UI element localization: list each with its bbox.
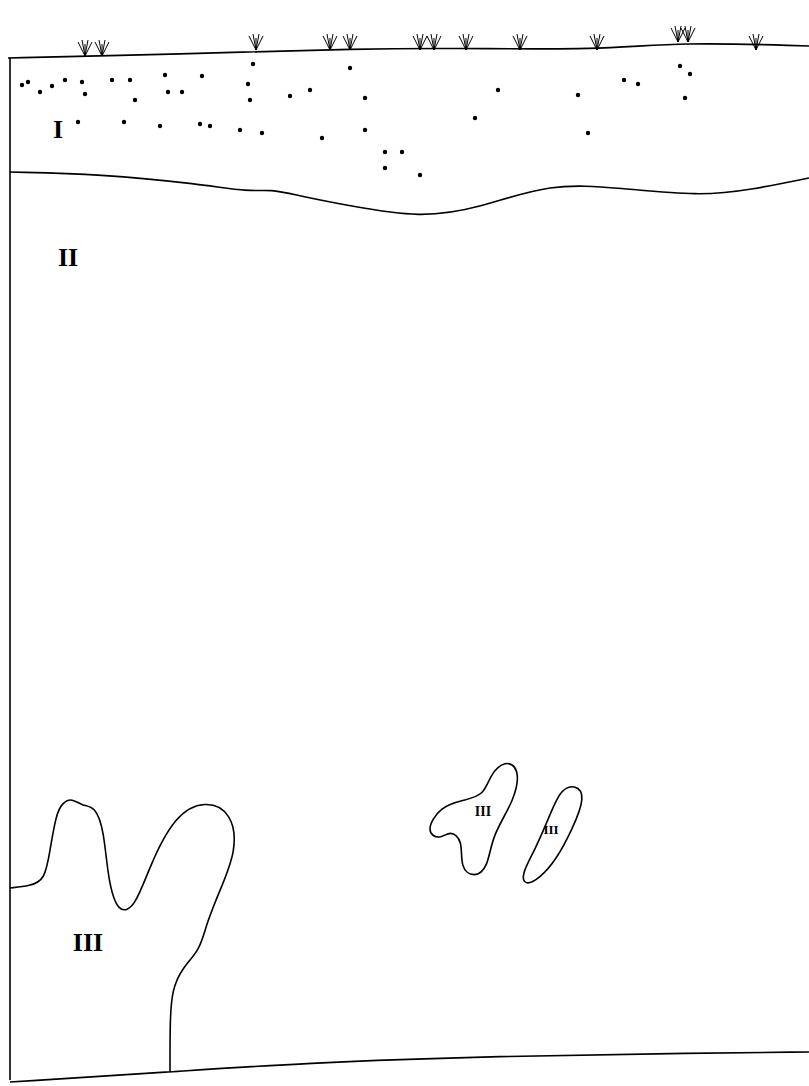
- grass-blade: [685, 26, 688, 42]
- soil-particle: [83, 92, 87, 96]
- soil-particle: [122, 120, 126, 124]
- soil-particle: [288, 94, 292, 98]
- soil-particle: [418, 173, 422, 177]
- soil-particle: [383, 150, 387, 154]
- profile-base: [10, 1052, 809, 1082]
- soil-particle: [496, 88, 500, 92]
- soil-particle: [260, 131, 264, 135]
- grass-tuft: [459, 34, 473, 50]
- grass-blade: [82, 40, 85, 56]
- grass-tuft: [323, 34, 337, 50]
- grass-blade: [420, 36, 427, 50]
- grass-blade: [327, 34, 330, 50]
- grass-tuft: [95, 40, 109, 56]
- soil-particle: [163, 73, 167, 77]
- soil-particle: [683, 96, 687, 100]
- grass-blade: [517, 34, 520, 50]
- grass-blade: [594, 34, 597, 50]
- soil-particle: [133, 98, 137, 102]
- horizon-label: III: [475, 805, 491, 819]
- grass-blade: [256, 36, 263, 50]
- soil-particle: [80, 80, 84, 84]
- horizon-label: II: [58, 245, 78, 271]
- soil-particle: [622, 78, 626, 82]
- grass-tuft: [590, 34, 604, 50]
- grass-tuft: [427, 34, 441, 50]
- soil-particle: [26, 80, 30, 84]
- horizon-boundary: [10, 172, 809, 214]
- ground-surface: [8, 44, 809, 58]
- soil-particle: [198, 122, 202, 126]
- soil-particle: [678, 64, 682, 68]
- soil-particle: [320, 136, 324, 140]
- grass-blade: [85, 42, 92, 56]
- grass-blade: [253, 34, 256, 50]
- soil-particle: [166, 90, 170, 94]
- horizon-label: I: [53, 117, 63, 143]
- grass-blade: [597, 36, 604, 50]
- grass-tuft: [413, 34, 427, 50]
- grass-blade: [350, 36, 357, 50]
- horizon-inclusion: [523, 787, 582, 883]
- grass-blade: [520, 36, 527, 50]
- soil-particle: [473, 116, 477, 120]
- grass-blade: [99, 40, 102, 56]
- grass-blade: [431, 34, 434, 50]
- horizon-tongue: [10, 800, 234, 1072]
- soil-particle: [348, 66, 352, 70]
- soil-particle: [200, 74, 204, 78]
- soil-particle: [308, 88, 312, 92]
- grass-blade: [434, 36, 441, 50]
- soil-particle: [246, 82, 250, 86]
- soil-particle: [636, 82, 640, 86]
- grass-tuft: [671, 26, 685, 42]
- grass-blade: [417, 34, 420, 50]
- soil-particle: [363, 96, 367, 100]
- grass-blade: [102, 42, 109, 56]
- soil-particle: [38, 90, 42, 94]
- grass-tuft: [78, 40, 92, 56]
- soil-particle: [248, 98, 252, 102]
- soil-particle: [63, 78, 67, 82]
- soil-particle: [110, 78, 114, 82]
- profile-edge: [9, 58, 11, 1080]
- soil-particle: [251, 62, 255, 66]
- grass-blade: [756, 36, 763, 50]
- grass-blade: [675, 26, 678, 42]
- soil-particle: [158, 124, 162, 128]
- soil-particle: [128, 78, 132, 82]
- soil-particle: [383, 166, 387, 170]
- soil-particle: [238, 128, 242, 132]
- soil-particle: [586, 131, 590, 135]
- grass-blade: [330, 36, 337, 50]
- soil-particle: [363, 128, 367, 132]
- grass-blade: [347, 34, 350, 50]
- soil-particle: [688, 72, 692, 76]
- soil-particle: [50, 84, 54, 88]
- grass-tuft: [513, 34, 527, 50]
- soil-particle: [76, 120, 80, 124]
- grass-blade: [688, 28, 695, 42]
- grass-blade: [753, 34, 756, 50]
- horizon-label: III: [543, 823, 558, 836]
- soil-particle: [576, 93, 580, 97]
- grass-tuft: [249, 34, 263, 50]
- soil-particle: [180, 90, 184, 94]
- grass-blade: [466, 36, 473, 50]
- grass-tuft: [749, 34, 763, 50]
- grass-tuft: [343, 34, 357, 50]
- soil-particle: [208, 124, 212, 128]
- grass-blade: [463, 34, 466, 50]
- horizon-label: III: [73, 930, 103, 956]
- soil-particle: [20, 83, 24, 87]
- horizon-inclusion: [430, 764, 517, 875]
- soil-particle: [400, 150, 404, 154]
- grass-tuft: [681, 26, 695, 42]
